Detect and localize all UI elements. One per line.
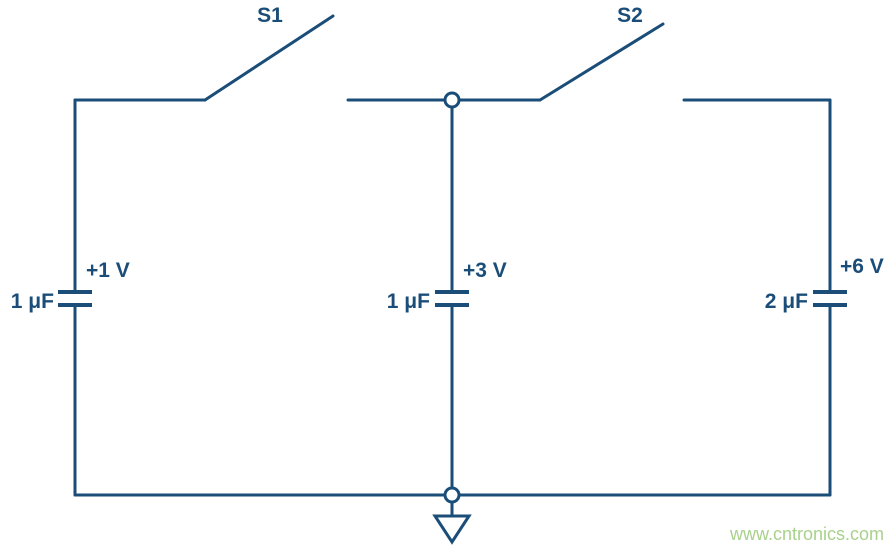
node-bottom-junction [443,486,461,504]
node-top-junction [443,91,461,109]
switch-s1-blade [203,14,335,102]
watermark-text: www.cntronics.com [729,524,884,544]
capacitor-c1-value-label: 1 μF [11,290,54,313]
capacitor-c3-voltage-label: +6 V [840,255,884,278]
capacitor-c3-value-label: 2 μF [765,290,808,313]
switch-s2-label: S2 [617,4,643,27]
switch-s2-blade [538,22,665,102]
capacitor-c1-voltage-label: +1 V [86,259,130,282]
capacitor-c2-value-label: 1 μF [387,290,430,313]
switch-s1-label: S1 [257,4,283,27]
capacitor-c2-voltage-label: +3 V [463,259,507,282]
ground-icon [432,514,472,545]
